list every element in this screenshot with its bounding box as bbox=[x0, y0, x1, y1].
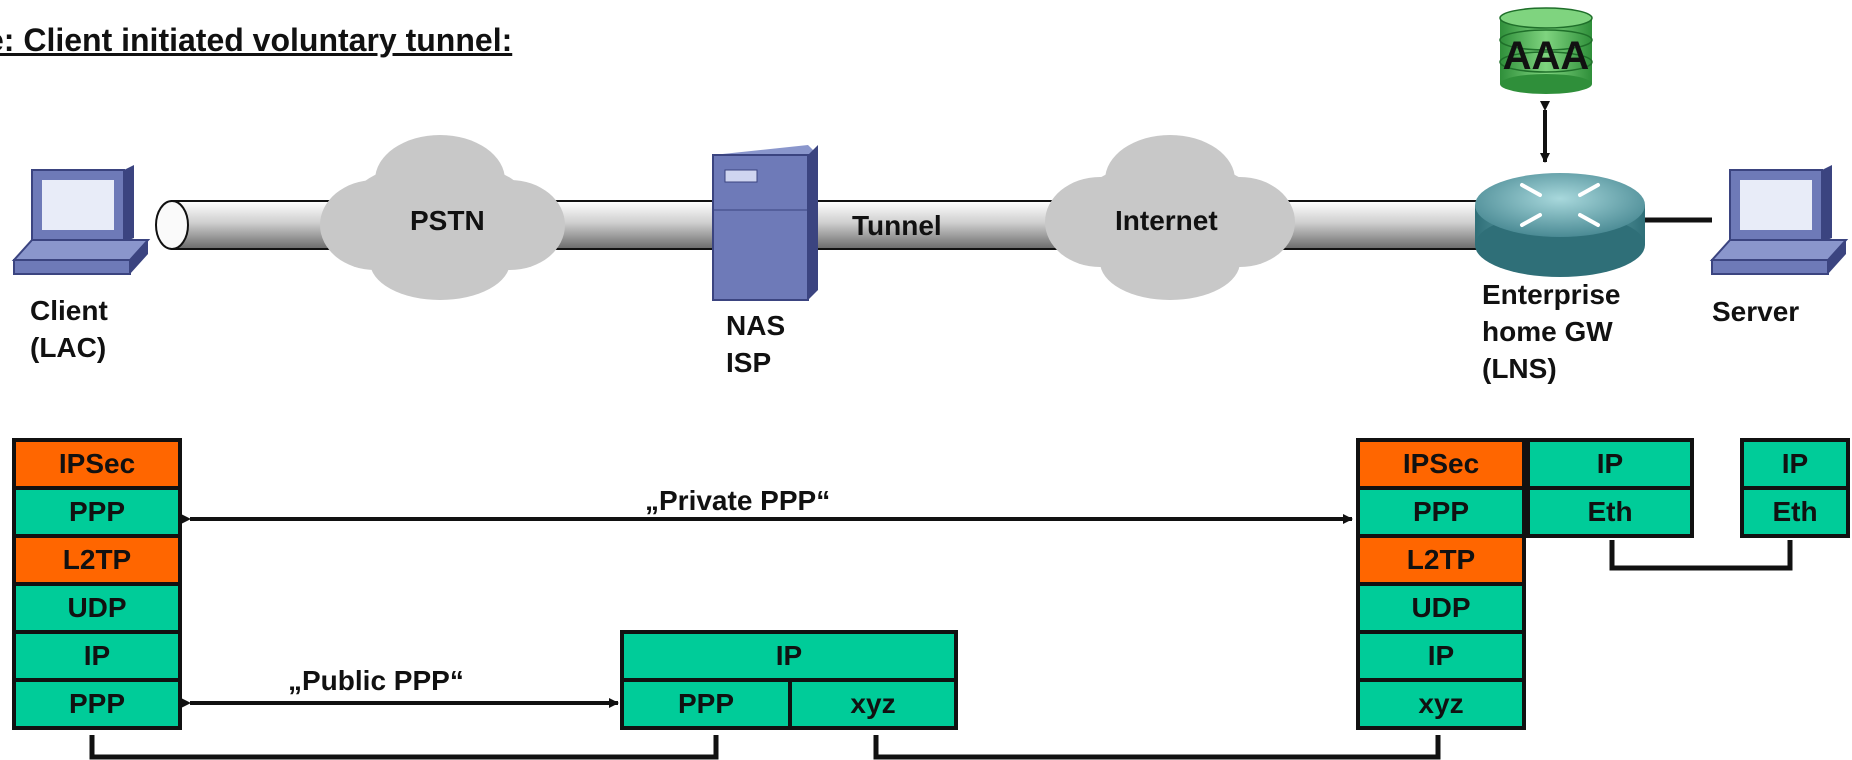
internet-label: Internet bbox=[1115, 205, 1218, 236]
client-pc-icon bbox=[11, 165, 151, 275]
nas-label: NAS ISP bbox=[726, 310, 786, 378]
private-ppp-label: „Private PPP“ bbox=[645, 485, 831, 516]
gw-stack-udp: UDP bbox=[1356, 582, 1526, 634]
gateway-server-link bbox=[1609, 540, 1793, 571]
page-title: nple: Client initiated voluntary tunnel: bbox=[0, 22, 513, 58]
gw-lan-stack-eth: Eth bbox=[1526, 486, 1694, 538]
client-stack-ip: IP bbox=[12, 630, 182, 682]
nas-gateway-link bbox=[873, 735, 1441, 760]
client-stack-udp: UDP bbox=[12, 582, 182, 634]
tunnel-label: Tunnel bbox=[852, 210, 942, 241]
gateway-label: Enterprise home GW (LNS) bbox=[1482, 279, 1621, 384]
nas-stack-xyz: xyz bbox=[788, 678, 958, 730]
gw-lan-stack-ip: IP bbox=[1526, 438, 1694, 490]
client-stack-l2tp: L2TP bbox=[12, 534, 182, 586]
client-nas-link bbox=[89, 735, 719, 760]
router-icon bbox=[1475, 173, 1645, 277]
aaa-label: AAA bbox=[1502, 34, 1590, 78]
gw-stack-l2tp: L2TP bbox=[1356, 534, 1526, 586]
gw-stack-ipsec: IPSec bbox=[1356, 438, 1526, 490]
public-ppp-label: „Public PPP“ bbox=[288, 665, 464, 696]
gw-stack-ppp: PPP bbox=[1356, 486, 1526, 538]
server-pc-icon bbox=[1709, 165, 1849, 275]
gw-stack-xyz: xyz bbox=[1356, 678, 1526, 730]
client-label: Client (LAC) bbox=[30, 295, 108, 363]
nas-stack-ip: IP bbox=[620, 630, 958, 682]
server-stack-eth: Eth bbox=[1740, 486, 1850, 538]
gw-stack-ip: IP bbox=[1356, 630, 1526, 682]
client-stack-ipsec: IPSec bbox=[12, 438, 182, 490]
internet-cloud bbox=[1045, 135, 1295, 300]
aaa-database-icon bbox=[1499, 7, 1593, 94]
client-stack-ppp-link: PPP bbox=[12, 678, 182, 730]
pstn-label: PSTN bbox=[410, 205, 485, 236]
nas-server-icon bbox=[712, 145, 818, 301]
client-stack-ppp: PPP bbox=[12, 486, 182, 538]
nas-stack-ppp: PPP bbox=[620, 678, 792, 730]
server-stack-ip: IP bbox=[1740, 438, 1850, 490]
pstn-cloud bbox=[320, 135, 565, 300]
server-label: Server bbox=[1712, 296, 1800, 327]
